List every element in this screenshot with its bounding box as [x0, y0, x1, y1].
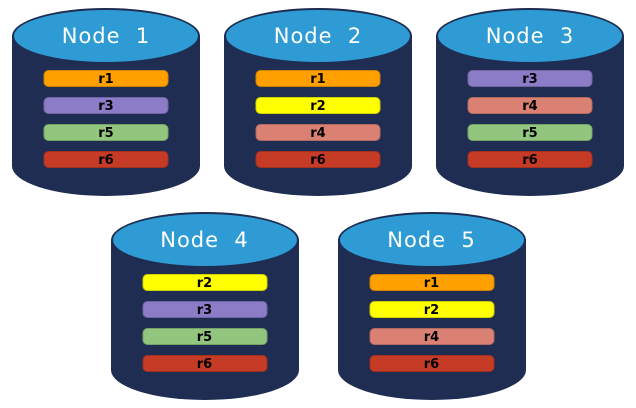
- replica-bar: r6: [369, 355, 494, 372]
- node-title: Node 5: [387, 228, 476, 252]
- replica-bar: r3: [43, 97, 169, 114]
- cylinder-top-ellipse: Node 1: [12, 8, 200, 64]
- cylinder-top-ellipse: Node 3: [436, 8, 624, 64]
- replica-bar: r2: [369, 301, 494, 318]
- replica-bar: r6: [467, 151, 593, 168]
- replica-list: r3 r4 r5 r6: [467, 70, 593, 168]
- replica-bar: r4: [467, 97, 593, 114]
- replica-bar: r6: [43, 151, 169, 168]
- replica-list: r2 r3 r5 r6: [142, 274, 267, 372]
- cylinder-top-ellipse: Node 4: [110, 212, 299, 268]
- replica-bar: r1: [255, 70, 381, 87]
- replica-list: r1 r2 r4 r6: [255, 70, 381, 168]
- node-title: Node 3: [485, 24, 575, 48]
- replica-bar: r3: [467, 70, 593, 87]
- replica-bar: r2: [255, 97, 381, 114]
- database-node: Node 2 r1 r2 r4 r6: [224, 8, 412, 196]
- replica-bar: r5: [142, 328, 267, 345]
- replica-bar: r4: [255, 124, 381, 141]
- replica-bar: r6: [255, 151, 381, 168]
- database-node: Node 5 r1 r2 r4 r6: [337, 212, 526, 400]
- node-title: Node 1: [61, 24, 151, 48]
- database-node: Node 4 r2 r3 r5 r6: [110, 212, 299, 400]
- node-title: Node 2: [273, 24, 363, 48]
- replica-bar: r1: [43, 70, 169, 87]
- cylinder-top-ellipse: Node 5: [337, 212, 526, 268]
- replica-bar: r5: [43, 124, 169, 141]
- replica-bar: r5: [467, 124, 593, 141]
- replica-bar: r1: [369, 274, 494, 291]
- node-title: Node 4: [160, 228, 249, 252]
- replica-bar: r2: [142, 274, 267, 291]
- cylinder-top-ellipse: Node 2: [224, 8, 412, 64]
- database-node: Node 3 r3 r4 r5 r6: [436, 8, 624, 196]
- replica-bar: r3: [142, 301, 267, 318]
- replica-bar: r6: [142, 355, 267, 372]
- replica-list: r1 r2 r4 r6: [369, 274, 494, 372]
- database-node: Node 1 r1 r3 r5 r6: [12, 8, 200, 196]
- replica-bar: r4: [369, 328, 494, 345]
- bottom-row: Node 4 r2 r3 r5 r6 Node 5 r1 r2 r4 r6: [0, 196, 636, 400]
- replica-list: r1 r3 r5 r6: [43, 70, 169, 168]
- top-row: Node 1 r1 r3 r5 r6 Node 2 r1 r2 r4 r6 Node 3 r…: [0, 0, 636, 196]
